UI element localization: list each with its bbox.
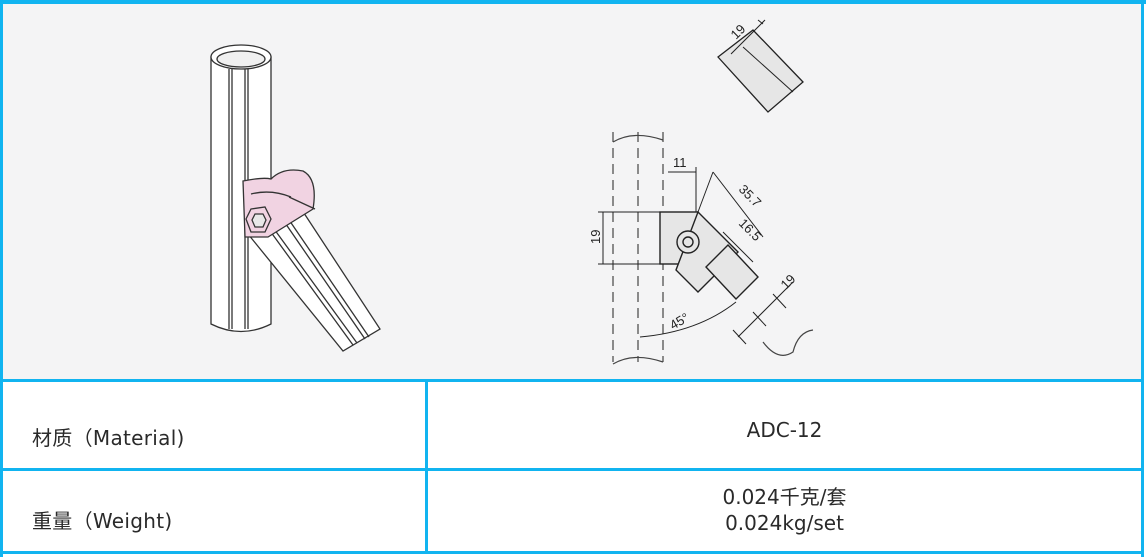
dim-offset: 11 xyxy=(673,155,687,170)
weight-value-en: 0.024kg/set xyxy=(725,511,844,535)
border-bottom xyxy=(0,551,1144,554)
material-value: ADC-12 xyxy=(746,418,823,442)
technical-drawing: 19 19 xyxy=(588,19,814,365)
border-left xyxy=(0,0,3,557)
divider-column xyxy=(425,379,428,554)
material-label: 材质（Material) xyxy=(32,426,185,450)
dim-pipe-diameter: 19 xyxy=(778,271,799,292)
divider-row xyxy=(0,468,1144,471)
dim-diagonal: 35.7 xyxy=(736,182,765,211)
dim-angle: 45° xyxy=(667,310,692,333)
product-image-panel: 19 19 xyxy=(3,4,1141,379)
dim-height: 19 xyxy=(588,230,603,244)
weight-value-cn: 0.024千克/套 xyxy=(722,485,847,509)
weight-label: 重量（Weight) xyxy=(32,509,173,533)
border-top xyxy=(0,0,1146,4)
dim-insert-length: 16.5 xyxy=(736,216,765,245)
product-illustration xyxy=(210,44,381,352)
border-right xyxy=(1141,0,1144,557)
divider-image-table xyxy=(0,379,1144,382)
